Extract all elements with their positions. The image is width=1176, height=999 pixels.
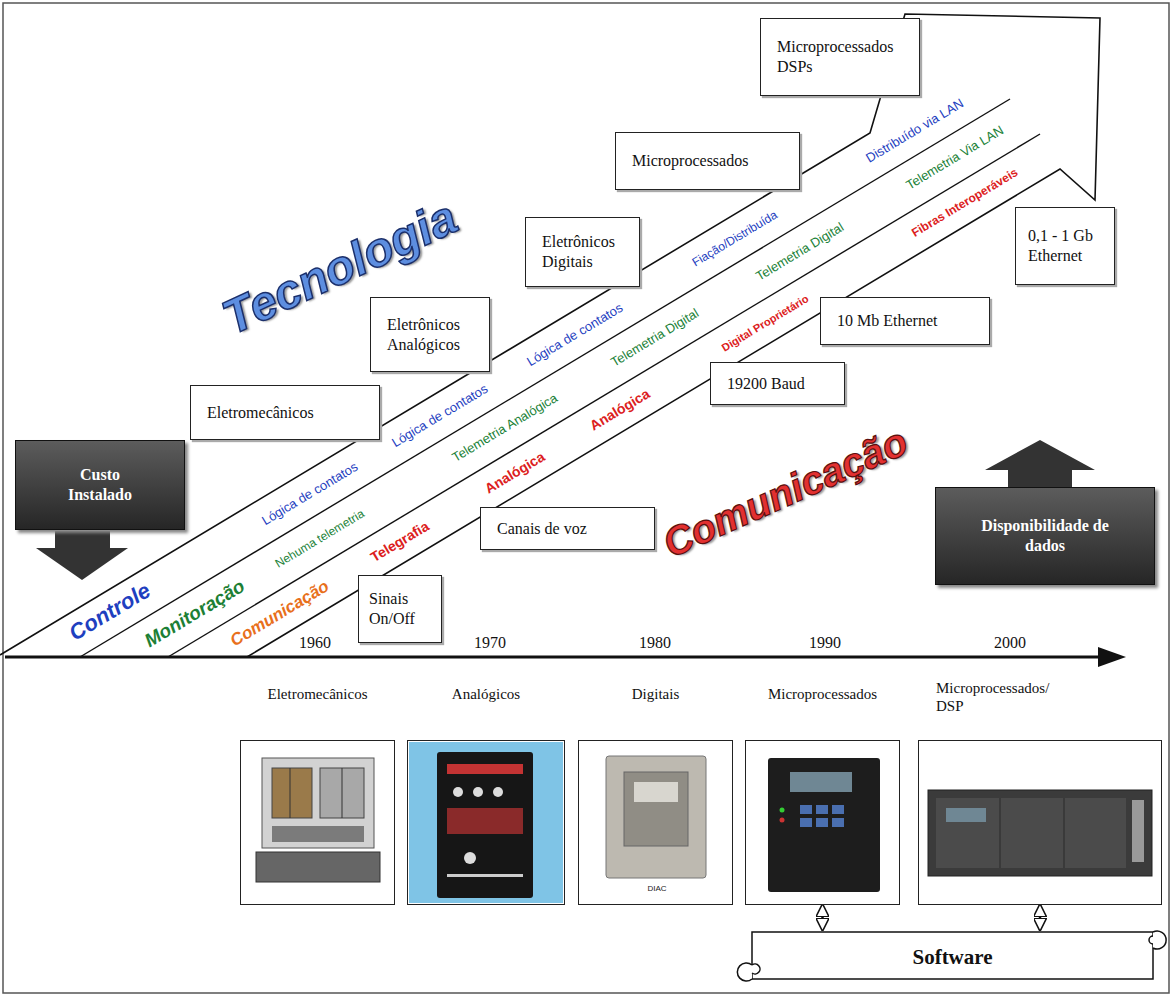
box-label: Eletrônicos Analógicos xyxy=(387,315,473,355)
relay-detail xyxy=(342,768,343,818)
box-label: Microprocessados xyxy=(632,151,748,171)
relay-key xyxy=(832,805,844,814)
panel-stripe xyxy=(447,764,523,774)
comm-box: Sinais On/Off xyxy=(358,575,442,643)
relay-display xyxy=(946,808,986,822)
time-axis xyxy=(5,656,1100,659)
box-label: 0,1 - 1 Gb Ethernet xyxy=(1028,226,1102,266)
box-label: Sinais On/Off xyxy=(369,589,431,629)
scroll-curl xyxy=(1149,931,1166,949)
band-label: Telemetria Digital xyxy=(754,220,847,284)
panel-detail xyxy=(447,874,523,877)
band-divider xyxy=(168,134,1040,657)
band-label: Digital Proprietário xyxy=(719,292,810,353)
comm-box: Canais de voz xyxy=(480,507,655,550)
box-label: 10 Mb Ethernet xyxy=(837,311,937,331)
cost-box: Custo Instalado xyxy=(15,440,185,530)
box-label: Software xyxy=(912,945,992,970)
panel-knob xyxy=(493,787,503,797)
relay-led xyxy=(780,808,785,813)
panel-stripe xyxy=(447,808,523,834)
relay-handle xyxy=(1132,800,1144,862)
title-word: Comunicação xyxy=(656,419,914,566)
year-tick: 1980 xyxy=(639,634,671,652)
box-label: Disponibilidade de dados xyxy=(970,516,1120,556)
device-frame: Digitais xyxy=(578,740,733,905)
comm-box: 0,1 - 1 Gb Ethernet xyxy=(1015,207,1115,285)
band-label: Analógica xyxy=(482,449,547,497)
device-heading: Eletromecânicos xyxy=(241,685,394,703)
down-arrow xyxy=(36,531,128,580)
relay-detail xyxy=(290,768,291,818)
panel-knob xyxy=(464,852,476,864)
relay-key xyxy=(800,818,812,827)
relay-key xyxy=(816,818,828,827)
analog-panel xyxy=(437,752,533,898)
band-divider xyxy=(80,99,1010,657)
year-tick: 1990 xyxy=(809,634,841,652)
comm-box: 19200 Baud xyxy=(710,362,845,405)
frame xyxy=(3,3,1169,993)
relay-detail xyxy=(1000,798,1001,868)
photo-background xyxy=(409,742,563,903)
box-label: Eletromecânicos xyxy=(207,403,314,423)
device-frame: Analógicos xyxy=(407,740,565,905)
relay-bar xyxy=(272,826,364,842)
scroll-body xyxy=(752,932,1153,979)
relay-face xyxy=(624,772,688,846)
relay-contacts xyxy=(320,768,364,818)
relay-key xyxy=(800,805,812,814)
box-label: 19200 Baud xyxy=(727,374,805,394)
relay-base xyxy=(256,852,380,882)
data-box: Disponibilidade de dados xyxy=(935,487,1155,585)
device-frame: Eletromecânicos xyxy=(240,740,395,905)
device-heading: Digitais xyxy=(579,685,732,703)
device-heading: Microprocessados xyxy=(746,685,899,703)
year-tick: 2000 xyxy=(994,634,1026,652)
connector-arrow xyxy=(821,905,824,930)
software-scroll: Software xyxy=(740,930,1165,985)
band-label: Nehuma telemetria xyxy=(273,507,367,571)
up-arrow xyxy=(985,440,1095,488)
panel-knob xyxy=(473,787,483,797)
era-box: Microprocessados xyxy=(615,132,800,190)
relay-frame xyxy=(262,758,374,848)
comm-box: 10 Mb Ethernet xyxy=(820,297,990,345)
era-box: Eletromecânicos xyxy=(190,385,380,440)
dsp-relay xyxy=(928,790,1152,876)
relay-detail xyxy=(1064,798,1065,868)
era-box: Microprocessados DSPs xyxy=(760,18,920,96)
relay-led xyxy=(780,818,785,823)
year-tick: 1970 xyxy=(474,634,506,652)
box-label: Microprocessados DSPs xyxy=(777,37,903,77)
relay-front xyxy=(936,798,1126,868)
band-label: Analógica xyxy=(587,386,652,434)
scroll-curl xyxy=(737,963,760,981)
device-heading: Analógicos xyxy=(408,685,564,703)
era-box: Eletrônicos Analógicos xyxy=(370,297,490,372)
micro-relay xyxy=(768,758,880,892)
device-frame: Microprocessados/ DSP xyxy=(918,740,1162,905)
panel-knob xyxy=(453,787,463,797)
relay-window xyxy=(634,782,678,802)
band-label: Telemetria Digital xyxy=(609,306,702,370)
relay-key xyxy=(832,818,844,827)
box-label: Custo Instalado xyxy=(50,465,150,505)
year-tick: 1960 xyxy=(299,634,331,652)
band-label: Telegrafia xyxy=(368,519,432,566)
era-box: Eletrônicos Digitais xyxy=(525,217,640,287)
axis-arrowhead xyxy=(1098,647,1126,667)
relay-coil xyxy=(272,768,312,818)
box-label: Canais de voz xyxy=(497,519,587,539)
band-label: Fiação/Distribuída xyxy=(690,208,780,269)
connector-arrow xyxy=(1039,905,1042,930)
digital-relay xyxy=(606,756,706,878)
device-frame: Microprocessados xyxy=(745,740,900,905)
box-label: Eletrônicos Digitais xyxy=(542,232,623,272)
relay-display xyxy=(790,772,852,792)
device-heading: Microprocessados/ DSP xyxy=(936,679,1066,715)
device-marking: DIAC xyxy=(647,885,666,894)
relay-key xyxy=(816,805,828,814)
